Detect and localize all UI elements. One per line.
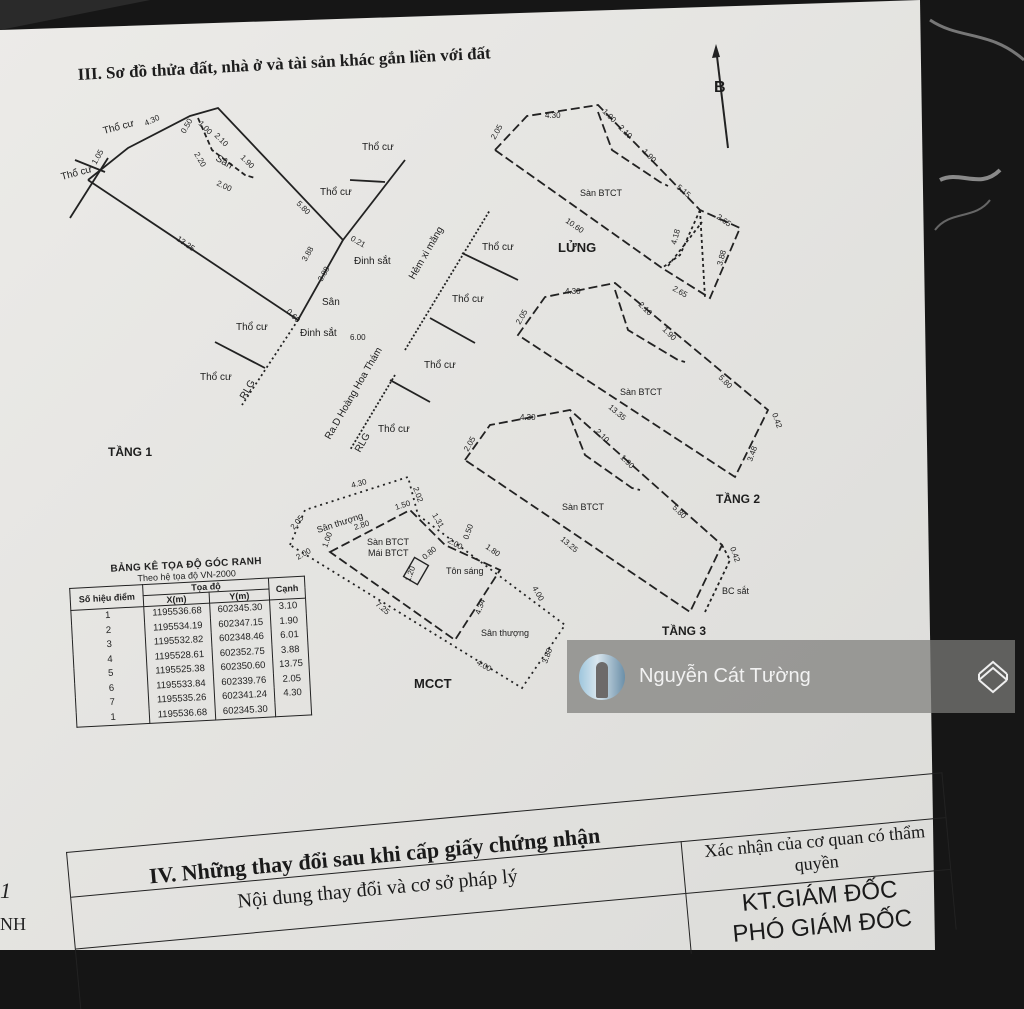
cell-point: 1 — [76, 708, 151, 728]
floor-plan-tang-3 — [463, 409, 732, 614]
coordinate-table: BẢNG KÊ TỌA ĐỘ GÓC RANH Theo hệ tọa độ V… — [68, 554, 312, 728]
tang-2-title: TẦNG 2 — [716, 491, 760, 506]
label-tho-cu: Thổ cư — [200, 371, 232, 383]
label-dinh-sat: Đinh sắt — [300, 326, 337, 339]
label-ton-sang: Tôn sáng — [446, 566, 484, 576]
cell-x: 1195536.68 — [149, 705, 216, 724]
dimension: 6.00 — [350, 333, 366, 342]
dimension: 3.88 — [715, 249, 728, 267]
dimension: 4.30 — [520, 413, 536, 422]
label-san: Sân — [322, 297, 340, 308]
margin-text-2: NH — [0, 914, 26, 934]
floor-plan-mcct — [288, 475, 567, 690]
cell-y: 602345.30 — [214, 701, 276, 720]
north-label: B — [714, 79, 726, 96]
cell-edge — [275, 699, 312, 717]
dimension: 4.30 — [565, 287, 581, 296]
label-area: Sàn BTCT — [580, 188, 623, 198]
label-dinh-sat: Đinh sắt — [354, 254, 391, 267]
label-san-btct: Sàn BTCT — [367, 537, 410, 547]
label-tho-cu: Thổ cư — [452, 293, 484, 305]
dimension: 4.30 — [350, 477, 368, 490]
dimension: 4.18 — [669, 228, 682, 246]
label-tho-cu: Thổ cư — [236, 321, 268, 333]
layers-logo-icon — [978, 660, 1008, 694]
label-mai-btct: Mái BTCT — [368, 548, 409, 558]
north-arrow-icon: B — [712, 44, 729, 149]
dimension: 4.30 — [545, 111, 561, 120]
floor-plan-lung — [493, 104, 742, 300]
floor-plan-tang-2 — [516, 282, 770, 479]
header-edge: Cạnh — [268, 576, 306, 600]
margin-text-1: 1 — [0, 878, 11, 903]
label-area: Sàn BTCT — [620, 387, 663, 397]
tang-1-title: TẦNG 1 — [108, 444, 152, 459]
tang-3-title: TẦNG 3 — [662, 623, 706, 638]
label-san-thuong: Sân thượng — [481, 628, 529, 638]
label-area: Sàn BTCT — [562, 502, 605, 512]
watermark-banner: Nguyễn Cát Tường — [567, 640, 1015, 713]
label-bc-sat: BC sắt — [722, 586, 750, 596]
floor-plan-tang-1 — [69, 106, 519, 451]
lung-title: LỬNG — [558, 240, 596, 255]
avatar — [579, 653, 625, 700]
label-tho-cu: Thổ cư — [362, 141, 394, 153]
label-tho-cu: Thổ cư — [424, 359, 456, 371]
label-tho-cu: Thổ cư — [378, 423, 410, 435]
watermark-name: Nguyễn Cát Tường — [639, 665, 811, 687]
label-tho-cu: Thổ cư — [320, 186, 352, 198]
mcct-title: MCCT — [414, 676, 452, 691]
label-tho-cu: Thổ cư — [482, 241, 514, 253]
